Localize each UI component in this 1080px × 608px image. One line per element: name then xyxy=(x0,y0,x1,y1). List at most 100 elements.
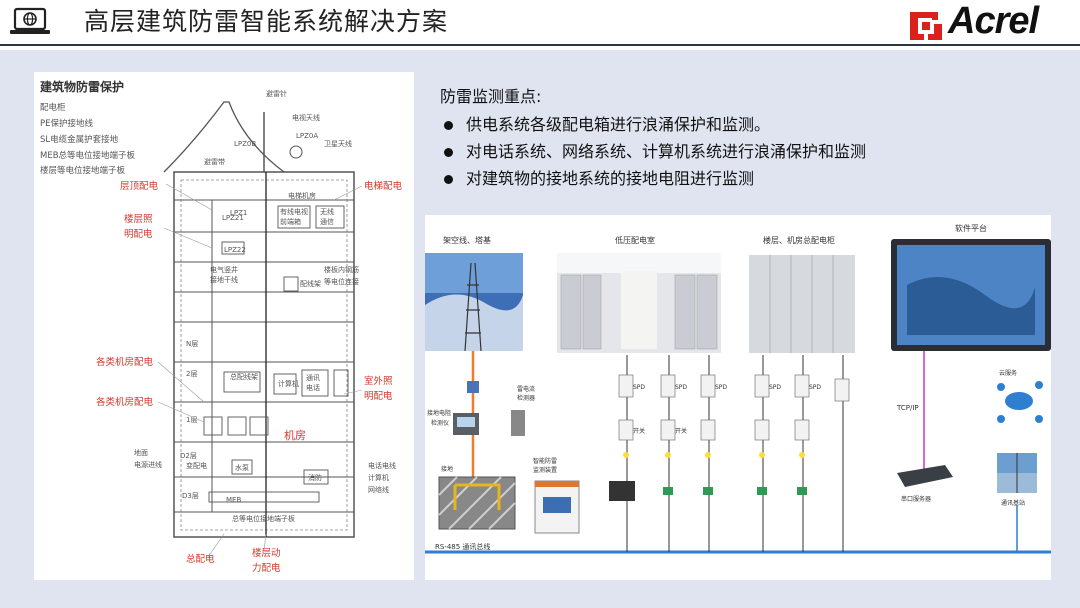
switch-label: 开关 xyxy=(675,427,687,435)
inner-label: 网络线 xyxy=(368,485,389,494)
device-label: 监测装置 xyxy=(533,466,557,474)
inner-label: MEB xyxy=(226,496,241,504)
page-title: 高层建筑防雷智能系统解决方案 xyxy=(84,7,449,36)
device-label: 检测器 xyxy=(517,394,535,402)
inner-label: LPZ21 xyxy=(222,214,244,222)
inner-label: 接地干线 xyxy=(210,275,238,284)
legend-item: PE保护接地线 xyxy=(40,118,93,129)
inner-label: 通讯 xyxy=(306,373,320,382)
system-topology-diagram: 架空线、塔基 低压配电室 楼层、机房总配电柜 软件平台 RS-485 xyxy=(425,223,1051,554)
notes-heading: 防雷监测重点: xyxy=(440,87,542,106)
inner-label: 楼板内钢筋 xyxy=(324,265,359,274)
roof-label: 避雷带 xyxy=(204,157,225,166)
bullet-icon xyxy=(444,174,453,184)
building-diagram-panel: 建筑物防雷保护 配电柜 PE保护接地线 SL电缆金属护套接地 MEB总等电位接地… xyxy=(34,72,414,580)
inner-label: 地面 xyxy=(134,448,148,457)
header-bar xyxy=(0,0,1080,50)
legend-item: 楼层等电位接地端子板 xyxy=(40,165,126,176)
red-label: 力配电 xyxy=(252,562,281,574)
device-label: 接地 xyxy=(441,465,453,473)
switch-label: 开关 xyxy=(633,427,645,435)
inner-label: 通信 xyxy=(320,217,334,226)
diagram-title: 建筑物防雷保护 xyxy=(39,79,124,94)
inner-label: 1层 xyxy=(186,416,197,424)
inner-label: 电源进线 xyxy=(134,460,162,469)
inner-label: 配线架 xyxy=(300,279,321,288)
red-label: 明配电 xyxy=(124,228,153,240)
legend-item: 配电柜 xyxy=(40,102,66,113)
red-label: 楼层动 xyxy=(252,547,281,559)
red-label: 机房 xyxy=(284,428,306,442)
roof-label: 卫星天线 xyxy=(324,139,352,148)
acrel-mark-icon xyxy=(910,12,942,40)
laptop-globe-icon xyxy=(8,6,52,38)
inner-label: 前端箱 xyxy=(280,217,301,226)
roof-label: 电视天线 xyxy=(292,113,320,122)
lightning-current-detector xyxy=(511,410,525,436)
red-label: 各类机房配电 xyxy=(96,396,154,408)
inner-label: D3层 xyxy=(182,492,199,500)
device-label: 通讯基站 xyxy=(1001,499,1025,507)
red-label: 层顶配电 xyxy=(120,180,159,192)
distribution-cabinet-photo xyxy=(749,255,855,353)
red-label: 总配电 xyxy=(186,553,215,565)
bullet-text: 对电话系统、网络系统、计算机系统进行浪涌保护和监测 xyxy=(466,142,867,161)
system-topology-panel: 架空线、塔基 低压配电室 楼层、机房总配电柜 软件平台 RS-485 xyxy=(425,215,1051,580)
notes-bullet: 对电话系统、网络系统、计算机系统进行浪涌保护和监测 xyxy=(440,141,1040,163)
roof-label: 避雷针 xyxy=(266,89,287,98)
bullet-icon xyxy=(444,120,453,130)
roof-label: LPZ0A xyxy=(296,132,318,140)
section-label: 软件平台 xyxy=(955,223,987,233)
section-label: 楼层、机房总配电柜 xyxy=(763,235,835,245)
inner-label: 2层 xyxy=(186,370,197,378)
inner-label: 无线 xyxy=(320,207,334,216)
inner-label: 等电位连接 xyxy=(324,277,359,286)
monitoring-notes: 防雷监测重点: 供电系统各级配电箱进行浪涌保护和监测。 对电话系统、网络系统、计… xyxy=(440,86,1040,195)
bus-label: RS-485 通讯总线 xyxy=(435,542,490,551)
red-label: 各类机房配电 xyxy=(96,356,154,368)
inner-label: 电话电线 xyxy=(368,461,396,470)
logo-text: Acrel xyxy=(948,0,1039,42)
header-divider xyxy=(0,44,1080,46)
inner-label: LPZ22 xyxy=(224,246,246,254)
tcpip-label: TCP/IP xyxy=(896,404,919,412)
bullet-text: 对建筑物的接地系统的接地电阻进行监测 xyxy=(466,169,755,188)
inner-label: D2层 xyxy=(180,452,197,460)
device-label: 检测仪 xyxy=(431,419,449,427)
device-label: 串口服务器 xyxy=(901,495,931,503)
legend-item: MEB总等电位接地端子板 xyxy=(40,150,136,161)
notes-bullet: 供电系统各级配电箱进行浪涌保护和监测。 xyxy=(440,114,1040,136)
inner-label: 计算机 xyxy=(368,473,389,482)
device-label: 云服务 xyxy=(999,369,1017,377)
inner-label: 总等电位接地端子板 xyxy=(232,514,295,523)
legend-item: SL电缆金属护套接地 xyxy=(40,134,119,145)
spd-label: SPD xyxy=(809,384,821,391)
red-label: 明配电 xyxy=(364,390,393,402)
device-label: 智能防雷 xyxy=(533,457,557,465)
lpz-label: LPZ1 xyxy=(230,209,247,217)
red-label: 楼层照 xyxy=(124,213,153,225)
monitor-module xyxy=(609,481,635,501)
serial-server xyxy=(897,465,953,487)
roof-label: LPZ0B xyxy=(234,140,256,148)
device-label: 接地电阻 xyxy=(427,409,451,417)
inner-label: 变配电 xyxy=(186,461,207,470)
spd-label: SPD xyxy=(715,384,727,391)
inner-label: 电话 xyxy=(306,383,320,392)
inner-label: 计算机 xyxy=(278,379,299,388)
spd-label: SPD xyxy=(675,384,687,391)
red-label: 电梯配电 xyxy=(364,180,403,192)
inner-label: N层 xyxy=(186,340,198,348)
section-label: 低压配电室 xyxy=(615,235,655,245)
inner-label: 有线电视 xyxy=(280,207,308,216)
building-diagram: 建筑物防雷保护 配电柜 PE保护接地线 SL电缆金属护套接地 MEB总等电位接地… xyxy=(39,79,403,574)
device-label: 雷电流 xyxy=(517,385,535,393)
spd-label: SPD xyxy=(633,384,645,391)
notes-bullet: 对建筑物的接地系统的接地电阻进行监测 xyxy=(440,168,1040,190)
red-label: 室外照 xyxy=(364,375,393,387)
acrel-logo: Acrel xyxy=(908,0,1068,44)
inner-label: 消防 xyxy=(308,473,322,482)
cloud-icon xyxy=(1005,392,1033,410)
inner-label: 水泵 xyxy=(235,463,249,472)
inner-label: 总配线架 xyxy=(230,372,258,381)
